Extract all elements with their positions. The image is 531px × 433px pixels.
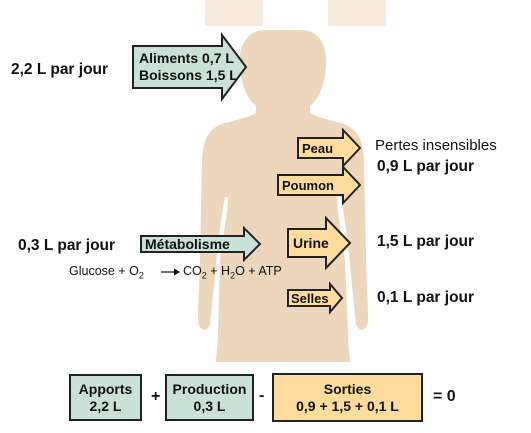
production-box-label: Production xyxy=(172,380,247,397)
insensible-losses-amount: 0,9 L par jour xyxy=(377,158,475,175)
equation-o2-sub: 2 xyxy=(138,270,144,281)
equation-glucose: Glucose + O xyxy=(69,264,139,278)
intake-arrow-line1: Aliments 0,7 L xyxy=(139,50,234,66)
outputs-box: Sorties 0,9 + 1,5 + 0,1 L xyxy=(272,373,423,422)
production-box: Production 0,3 L xyxy=(165,374,254,421)
top-patch-left xyxy=(205,0,263,26)
equation-h2o: + H xyxy=(210,264,231,278)
plus-sign: + xyxy=(151,388,161,405)
production-box-value: 0,3 L xyxy=(193,397,226,414)
skin-label: Peau xyxy=(302,141,333,156)
metabolism-equation-products: CO2 + H2O + ATP xyxy=(183,264,282,281)
lung-label: Poumon xyxy=(282,178,334,193)
stool-arrow xyxy=(287,281,344,315)
metabolism-amount: 0,3 L par jour xyxy=(18,237,116,254)
intake-arrow-line2: Boissons 1,5 L xyxy=(139,67,238,83)
urine-arrow xyxy=(287,215,352,271)
insensible-losses-title: Pertes insensibles xyxy=(375,137,497,154)
top-patch-right xyxy=(328,0,386,26)
metabolism-arrow xyxy=(140,225,262,263)
outputs-box-label: Sorties xyxy=(323,380,372,397)
urine-label: Urine xyxy=(293,235,329,251)
metabolism-equation: Glucose + O2 xyxy=(69,264,144,281)
equation-co2-sub: 2 xyxy=(201,270,207,281)
equation-rest: O + ATP xyxy=(235,264,282,278)
urine-amount: 1,5 L par jour xyxy=(377,233,475,250)
intake-box: Apports 2,2 L xyxy=(69,374,142,421)
balance-result: = 0 xyxy=(433,388,456,405)
lung-arrow xyxy=(277,164,362,206)
equation-arrowhead xyxy=(174,268,180,276)
stool-label: Selles xyxy=(291,291,329,306)
minus-sign: - xyxy=(259,387,265,404)
intake-arrow xyxy=(132,32,248,102)
skin-arrow xyxy=(297,127,362,169)
stool-amount: 0,1 L par jour xyxy=(377,289,475,306)
equation-co2: CO xyxy=(183,264,202,278)
outputs-box-value: 0,9 + 1,5 + 0,1 L xyxy=(296,397,399,414)
intake-amount: 2,2 L par jour xyxy=(11,61,109,78)
metabolism-arrow-label: Métabolisme xyxy=(145,236,230,252)
equation-h2o-sub: 2 xyxy=(230,270,236,281)
intake-box-label: Apports xyxy=(78,380,133,397)
intake-box-value: 2,2 L xyxy=(89,397,122,414)
